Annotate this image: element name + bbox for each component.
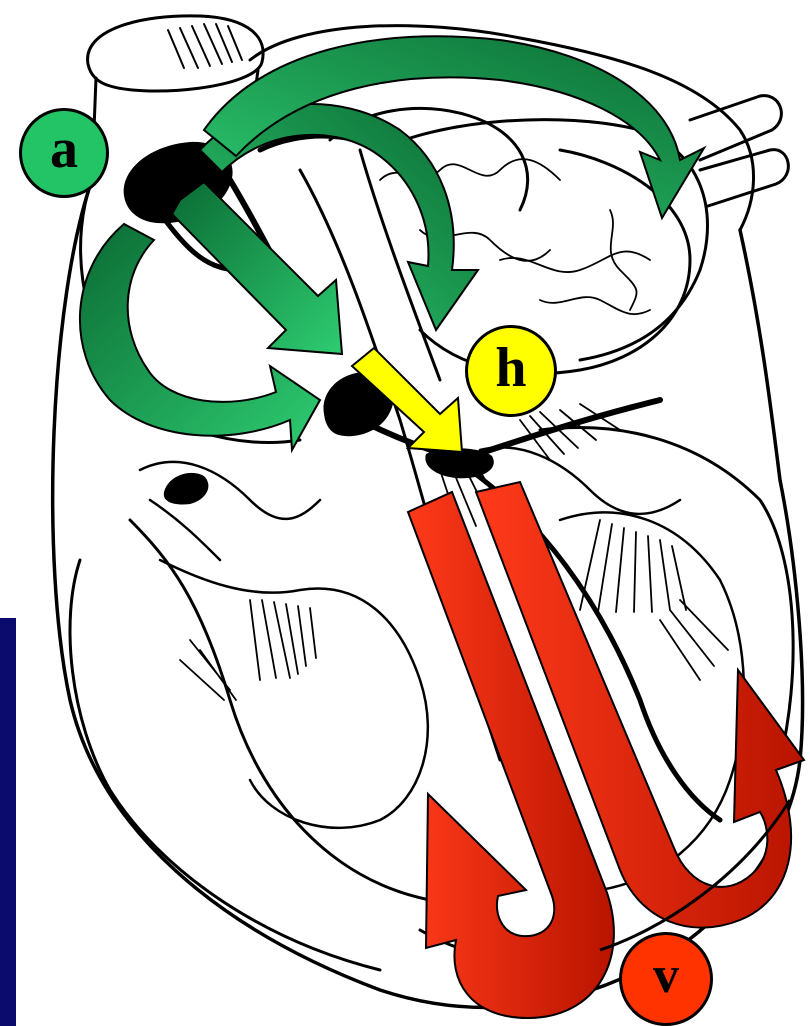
right-ventricle-cavity	[160, 560, 428, 828]
atrial-straight-arrow	[172, 182, 342, 354]
vena-cava-shading	[168, 24, 242, 68]
chamber-blob	[164, 473, 209, 505]
label-v-text: v	[653, 950, 679, 1002]
great-vessel-tubes	[690, 96, 788, 206]
tricuspid-valve	[140, 462, 320, 560]
right-ventricle-wall	[130, 520, 430, 900]
label-a-bubble: a	[19, 108, 109, 198]
label-v-bubble: v	[619, 932, 713, 1026]
label-h-bubble: h	[465, 325, 557, 417]
superior-vena-cava	[88, 16, 264, 91]
label-h-text: h	[495, 340, 526, 396]
label-a-text: a	[50, 121, 78, 177]
